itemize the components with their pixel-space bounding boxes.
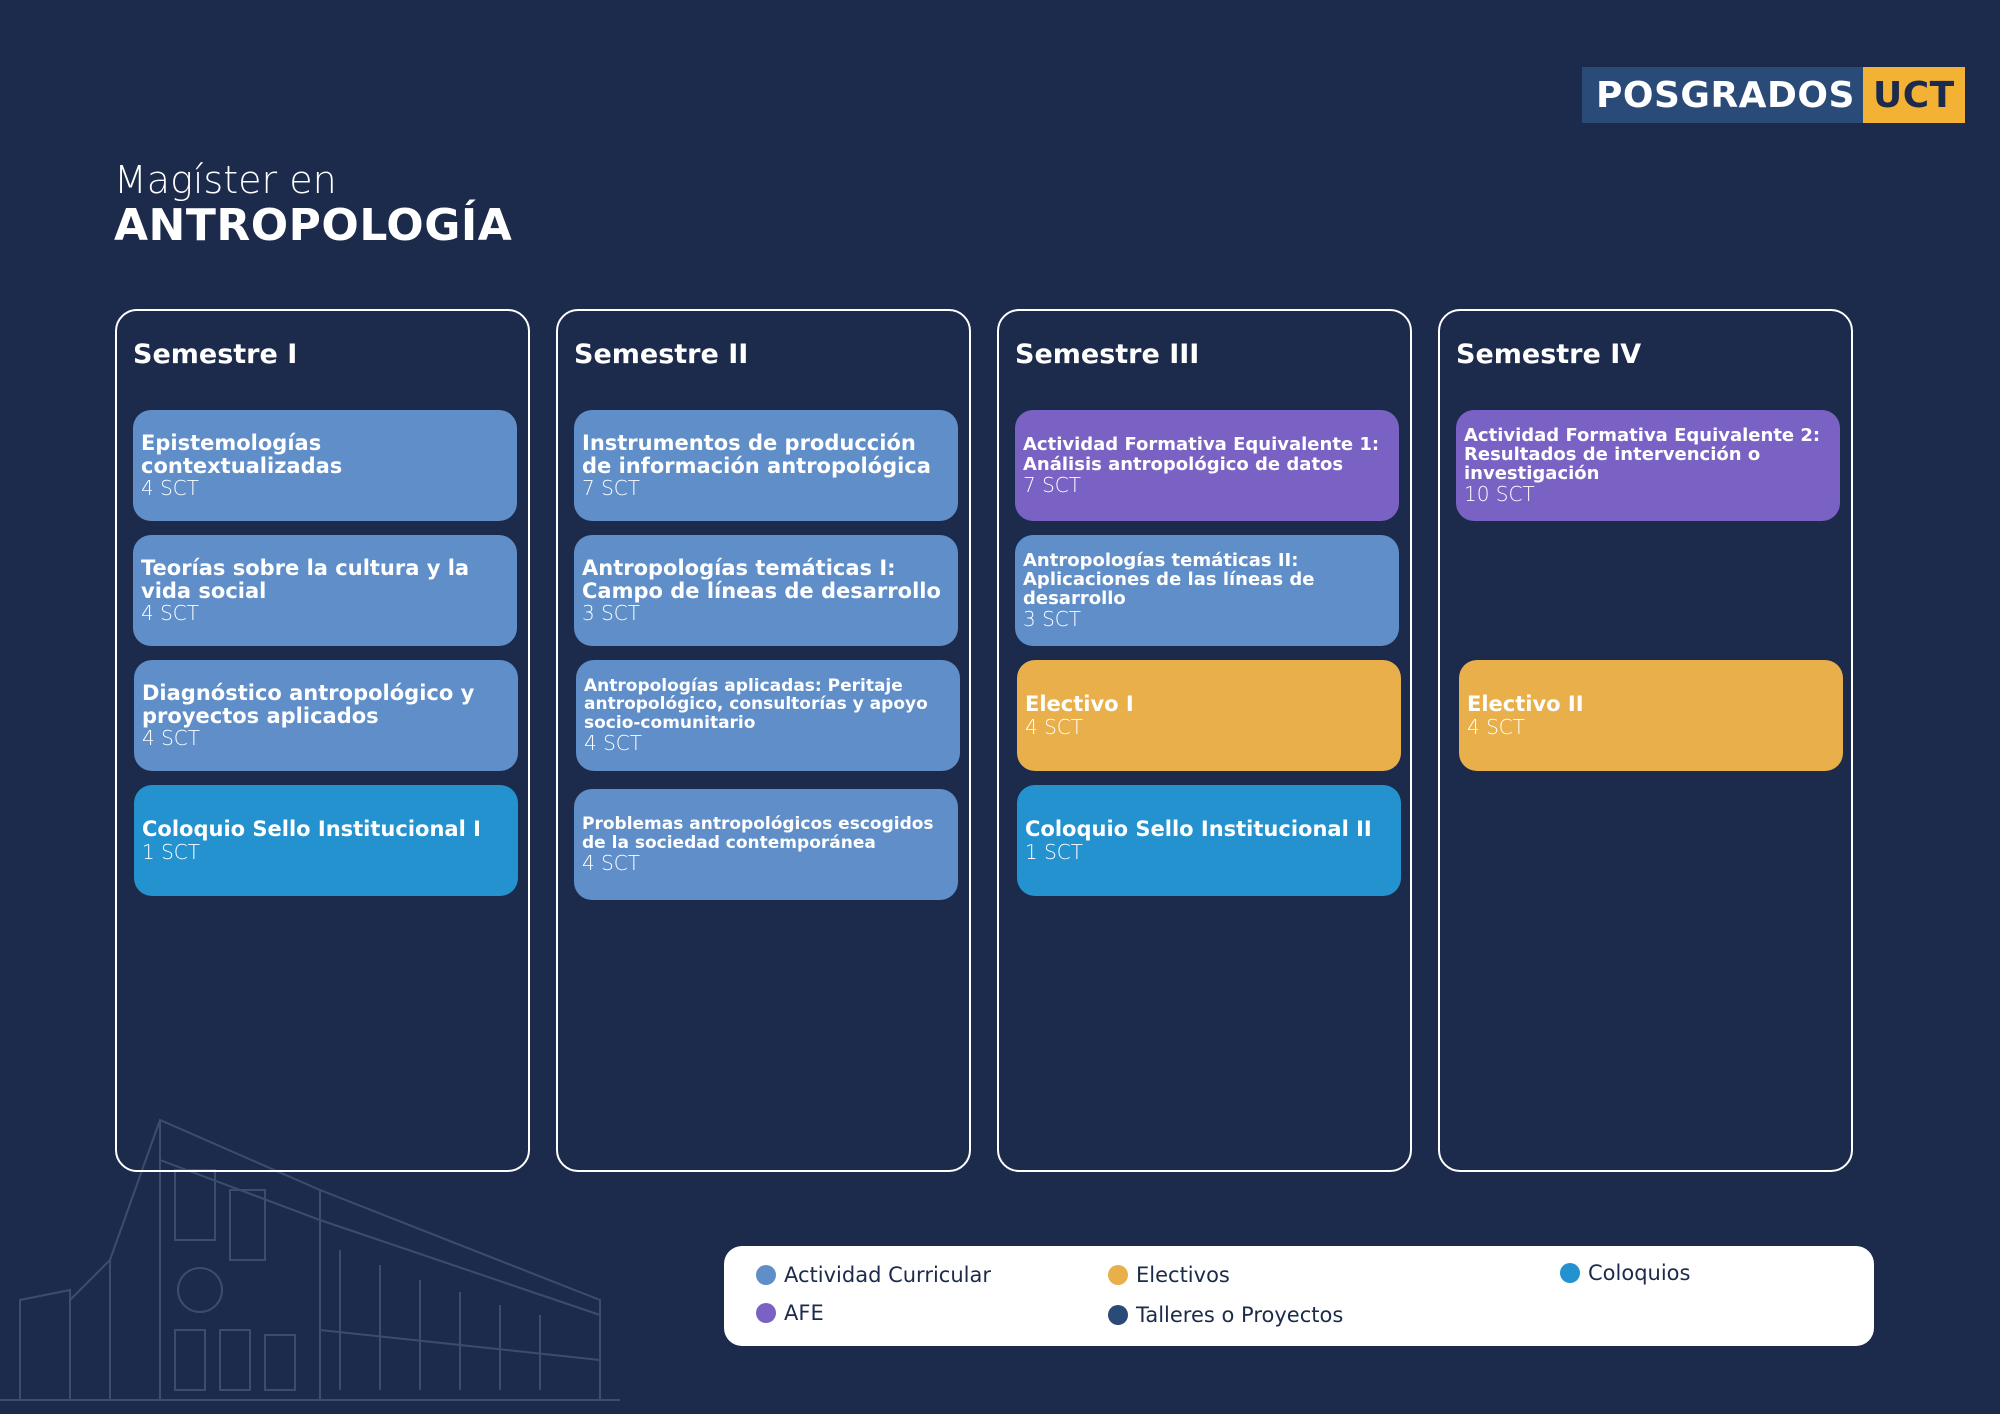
course-name: Actividad Formativa Equivalente 1: Análi…	[1023, 434, 1380, 475]
course-card[interactable]: Coloquio Sello Institucional II 1 SCT	[1017, 785, 1401, 896]
semester-column-1: Semestre I	[115, 309, 530, 1172]
course-credits: 7 SCT	[582, 475, 640, 500]
semester-column-3: Semestre III	[997, 309, 1412, 1172]
legend-dot	[756, 1303, 776, 1323]
course-name: Coloquio Sello Institucional I	[142, 817, 481, 842]
course-card[interactable]: Coloquio Sello Institucional I 1 SCT	[134, 785, 518, 896]
legend-dot	[756, 1265, 776, 1285]
legend: Actividad Curricular Electivos Coloquios…	[724, 1246, 1874, 1346]
course-card[interactable]: Actividad Formativa Equivalente 2: Resul…	[1456, 410, 1840, 521]
course-credits: 4 SCT	[141, 600, 199, 625]
course-credits: 7 SCT	[1023, 472, 1081, 497]
course-name: Instrumentos de producción de informació…	[582, 431, 931, 478]
course-name: Diagnóstico antropológico y proyectos ap…	[142, 681, 475, 728]
course-name: Teorías sobre la cultura y la vida socia…	[141, 556, 470, 603]
course-credits: 3 SCT	[1023, 607, 1081, 632]
legend-item-electivos: Electivos	[1108, 1263, 1230, 1287]
course-credits: 4 SCT	[1025, 714, 1083, 739]
course-credits: 4 SCT	[141, 475, 199, 500]
course-card[interactable]: Teorías sobre la cultura y la vida socia…	[133, 535, 517, 646]
legend-label: Electivos	[1136, 1263, 1230, 1287]
semester-column-4: Semestre IV	[1438, 309, 1853, 1172]
course-credits: 4 SCT	[584, 730, 642, 755]
legend-label: Talleres o Proyectos	[1136, 1303, 1344, 1327]
course-card[interactable]: Instrumentos de producción de informació…	[574, 410, 958, 521]
course-card[interactable]: Epistemologías contextualizadas 4 SCT	[133, 410, 517, 521]
course-credits: 1 SCT	[142, 839, 200, 864]
legend-label: Coloquios	[1588, 1261, 1691, 1285]
legend-dot	[1108, 1265, 1128, 1285]
course-name: Electivo I	[1025, 692, 1134, 717]
course-name: Coloquio Sello Institucional II	[1025, 817, 1372, 842]
posgrados-uct-logo: POSGRADOS UCT	[1582, 67, 1965, 123]
legend-item-coloquios: Coloquios	[1560, 1261, 1690, 1285]
course-credits: 1 SCT	[1025, 839, 1083, 864]
course-card[interactable]: Diagnóstico antropológico y proyectos ap…	[134, 660, 518, 771]
course-credits: 3 SCT	[582, 600, 640, 625]
building-illustration	[0, 1118, 620, 1401]
course-name: Antropologías aplicadas: Peritaje antrop…	[584, 676, 928, 733]
legend-dot	[1108, 1305, 1128, 1325]
course-credits: 10 SCT	[1464, 482, 1535, 507]
course-name: Actividad Formativa Equivalente 2: Resul…	[1464, 424, 1821, 485]
logo-text-uct: UCT	[1862, 67, 1965, 123]
course-credits: 4 SCT	[582, 850, 640, 875]
semester-title: Semestre III	[1015, 339, 1200, 370]
course-name: Problemas antropológicos escogidos de la…	[582, 814, 934, 853]
semester-title: Semestre IV	[1456, 339, 1642, 370]
course-card[interactable]: Antropologías temáticas I: Campo de líne…	[574, 535, 958, 646]
legend-label: Actividad Curricular	[784, 1263, 991, 1287]
course-card[interactable]: Actividad Formativa Equivalente 1: Análi…	[1015, 410, 1399, 521]
course-credits: 4 SCT	[1467, 714, 1525, 739]
course-name: Antropologías temáticas II: Aplicaciones…	[1023, 549, 1315, 610]
course-name: Electivo II	[1467, 692, 1584, 717]
logo-text-posgrados: POSGRADOS	[1582, 67, 1863, 123]
semester-column-2: Semestre II	[556, 309, 971, 1172]
semester-title: Semestre I	[133, 339, 298, 370]
course-card[interactable]: Antropologías temáticas II: Aplicaciones…	[1015, 535, 1399, 646]
legend-label: AFE	[784, 1301, 824, 1325]
course-name: Epistemologías contextualizadas	[141, 431, 343, 478]
course-credits: 4 SCT	[142, 725, 200, 750]
program-title: ANTROPOLOGÍA	[114, 200, 513, 251]
course-card[interactable]: Problemas antropológicos escogidos de la…	[574, 789, 958, 900]
course-card[interactable]: Electivo II 4 SCT	[1459, 660, 1843, 771]
legend-item-talleres-o-proyectos: Talleres o Proyectos	[1108, 1303, 1343, 1327]
legend-dot	[1560, 1263, 1580, 1283]
semester-title: Semestre II	[574, 339, 749, 370]
legend-item-actividad-curricular: Actividad Curricular	[756, 1263, 991, 1287]
course-card[interactable]: Antropologías aplicadas: Peritaje antrop…	[576, 660, 960, 771]
course-card[interactable]: Electivo I 4 SCT	[1017, 660, 1401, 771]
legend-item-afe: AFE	[756, 1301, 824, 1325]
course-name: Antropologías temáticas I: Campo de líne…	[582, 556, 941, 603]
program-title-prefix: Magíster en	[114, 158, 337, 202]
